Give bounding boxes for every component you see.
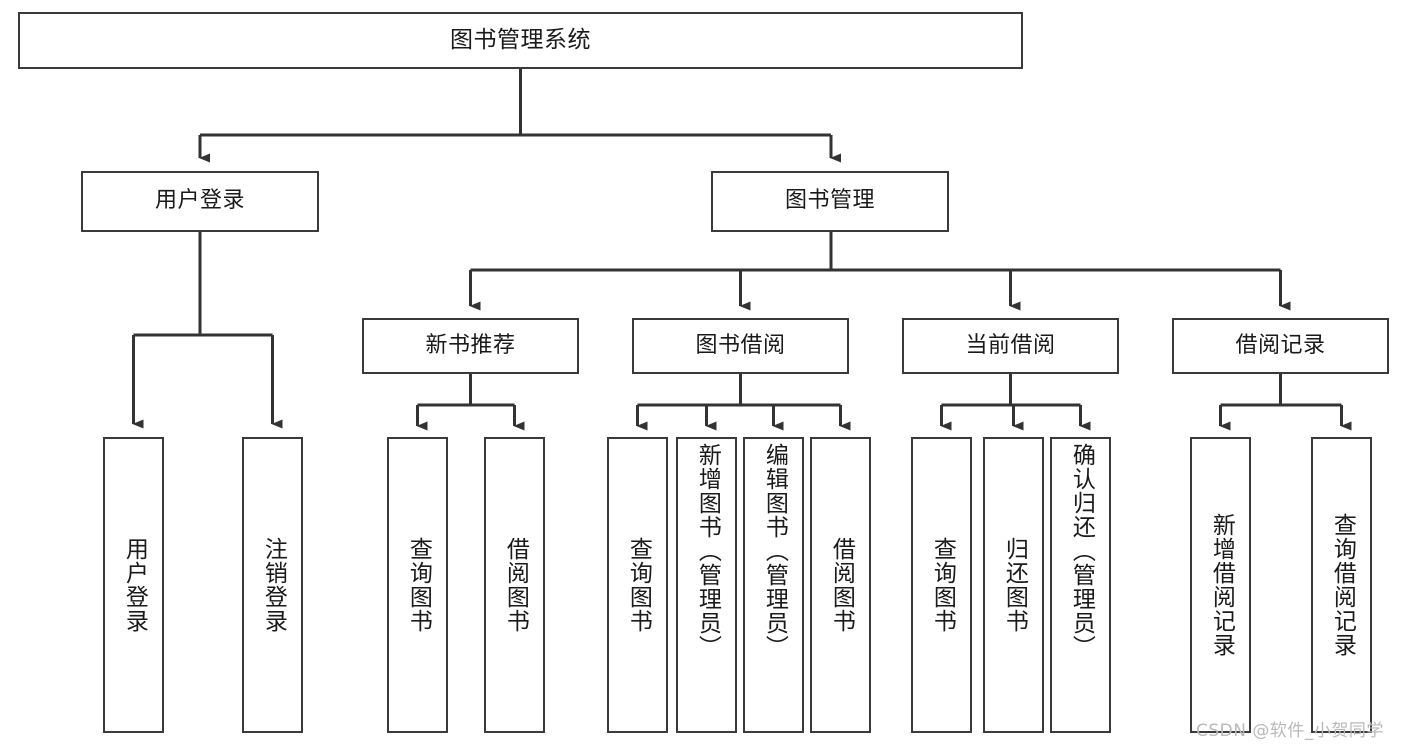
node-new-book-recommendation[interactable]: 新书推荐 (362, 318, 579, 374)
node-current-borrow[interactable]: 当前借阅 (902, 318, 1119, 374)
leaf-add-book-admin[interactable]: 新增图书（管理员） (676, 437, 737, 733)
leaf-borrow-book[interactable]: 借阅图书 (810, 437, 871, 733)
leaf-add-borrow-record[interactable]: 新增借阅记录 (1190, 437, 1251, 733)
node-root-book-management-system[interactable]: 图书管理系统 (18, 12, 1023, 69)
node-user-login[interactable]: 用户登录 (81, 171, 319, 232)
leaf-edit-book-admin[interactable]: 编辑图书（管理员） (743, 437, 804, 733)
leaf-user-login[interactable]: 用户登录 (103, 437, 164, 733)
leaf-logout[interactable]: 注销登录 (242, 437, 303, 733)
node-book-management[interactable]: 图书管理 (711, 171, 949, 232)
leaf-query-book-recommendation[interactable]: 查询图书 (387, 437, 448, 733)
leaf-borrow-book-recommendation[interactable]: 借阅图书 (484, 437, 545, 733)
leaf-query-book-borrow[interactable]: 查询图书 (607, 437, 668, 733)
leaf-confirm-return-admin[interactable]: 确认归还（管理员） (1050, 437, 1111, 733)
node-book-borrow[interactable]: 图书借阅 (632, 318, 849, 374)
leaf-query-book-current[interactable]: 查询图书 (911, 437, 972, 733)
leaf-return-book[interactable]: 归还图书 (983, 437, 1044, 733)
node-borrow-record[interactable]: 借阅记录 (1172, 318, 1389, 374)
leaf-query-borrow-record[interactable]: 查询借阅记录 (1311, 437, 1372, 733)
